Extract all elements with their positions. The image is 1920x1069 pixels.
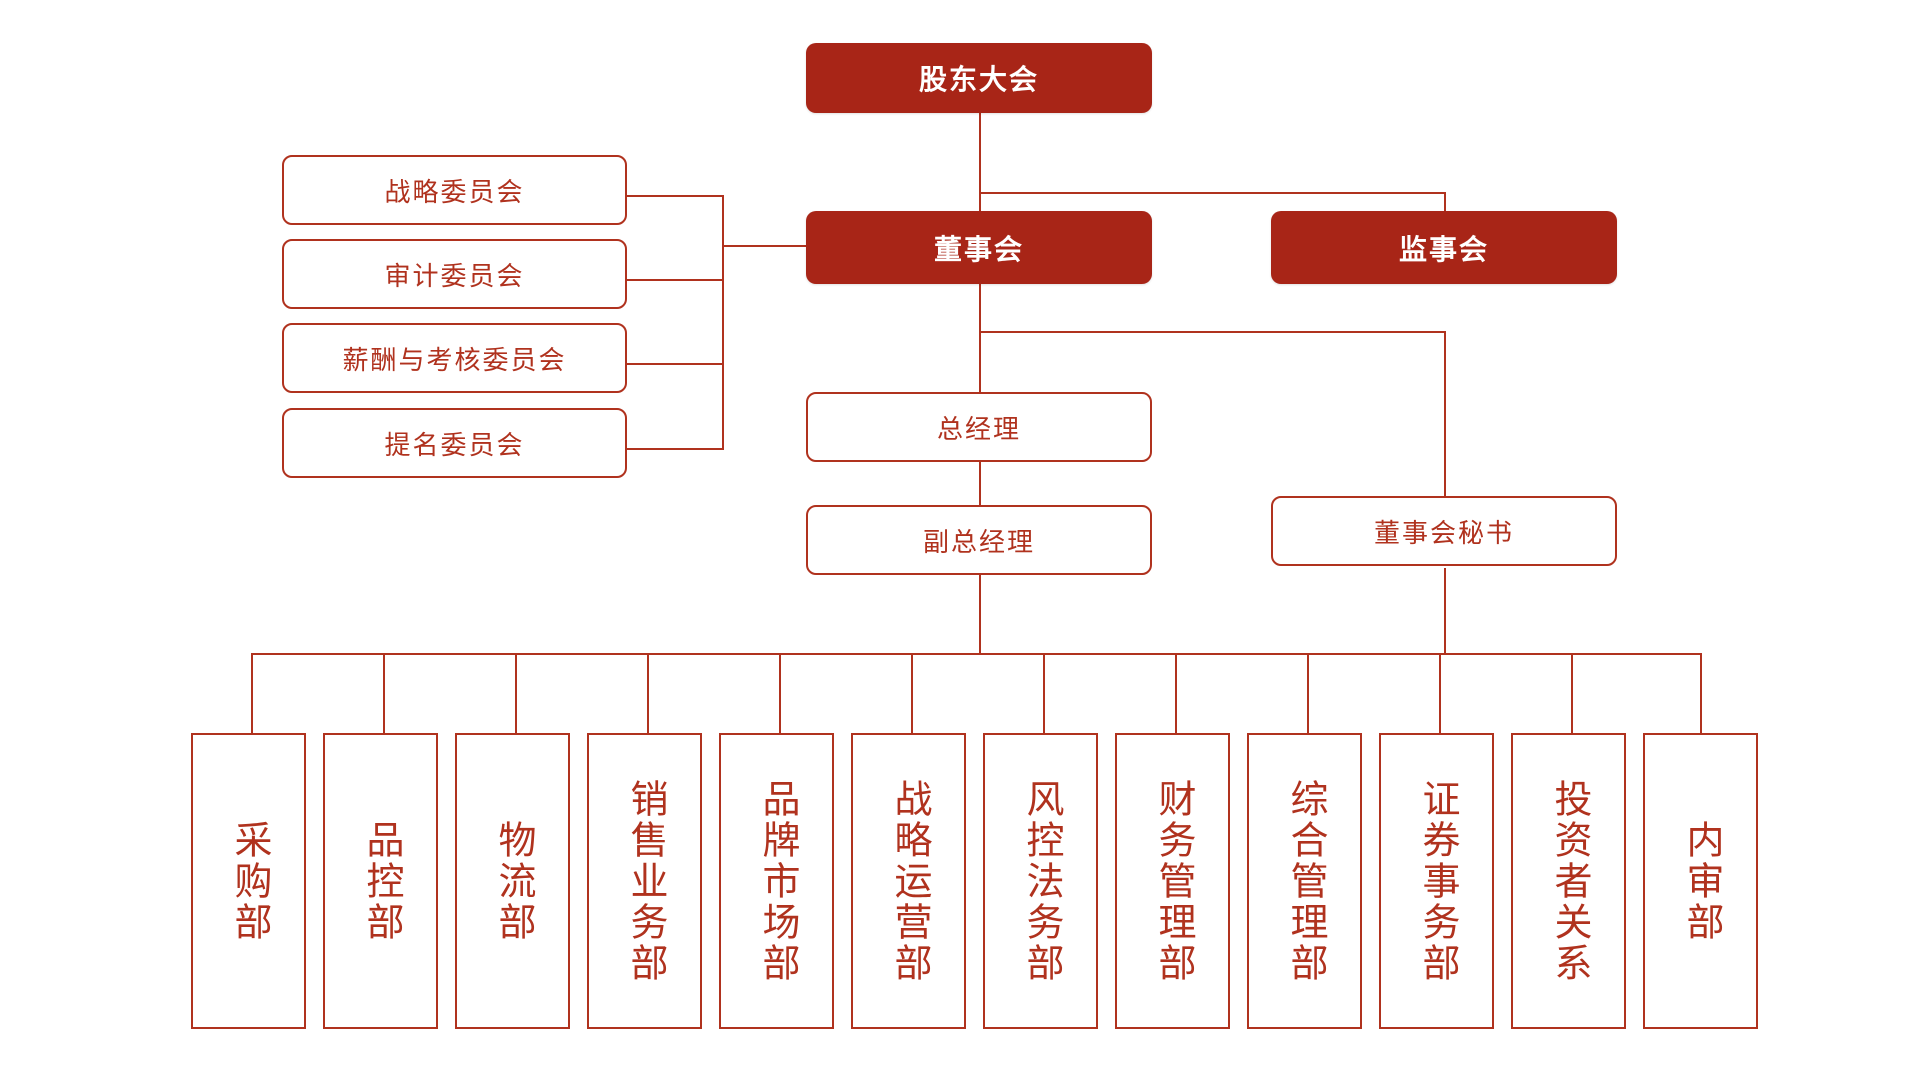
- connector-committees-to-board: [722, 245, 810, 247]
- node-department-strategy-operations-label: 战略运营部: [888, 778, 931, 984]
- connector-dept-drop-4: [647, 653, 649, 733]
- node-department-finance[interactable]: 财务管理部: [1115, 733, 1230, 1029]
- node-department-finance-label: 财务管理部: [1152, 778, 1195, 984]
- connector-deputy-gm-to-dept-bus: [979, 574, 981, 653]
- connector-gm-to-deputy-gm: [979, 462, 981, 507]
- node-board-of-supervisors[interactable]: 监事会: [1271, 211, 1617, 284]
- node-deputy-general-manager[interactable]: 副总经理: [806, 505, 1152, 575]
- connector-dept-drop-12: [1700, 653, 1702, 733]
- node-shareholders-meeting-label: 股东大会: [918, 64, 1039, 95]
- node-committee-audit-label: 审计委员会: [384, 260, 525, 291]
- node-department-quality-control-label: 品控部: [360, 819, 403, 943]
- node-committee-nomination[interactable]: 提名委员会: [282, 408, 627, 478]
- node-department-general-administration[interactable]: 综合管理部: [1247, 733, 1362, 1029]
- node-board-of-directors-label: 董事会: [933, 233, 1024, 265]
- connector-committee-stub-1: [626, 195, 724, 197]
- connector-shareholders-to-supervisors-vertical: [1444, 192, 1446, 214]
- node-department-securities-affairs[interactable]: 证券事务部: [1379, 733, 1494, 1029]
- node-department-quality-control[interactable]: 品控部: [323, 733, 438, 1029]
- node-department-brand-marketing[interactable]: 品牌市场部: [719, 733, 834, 1029]
- node-board-secretary[interactable]: 董事会秘书: [1271, 496, 1617, 566]
- node-committee-audit[interactable]: 审计委员会: [282, 239, 627, 309]
- connector-shareholders-to-board: [979, 100, 981, 212]
- node-department-logistics[interactable]: 物流部: [455, 733, 570, 1029]
- node-department-logistics-label: 物流部: [492, 819, 535, 943]
- node-committee-strategy-label: 战略委员会: [384, 176, 525, 207]
- connector-board-to-secretary-horizontal: [979, 331, 1446, 333]
- node-committee-nomination-label: 提名委员会: [384, 429, 525, 460]
- connector-board-to-secretary-vertical: [1444, 331, 1446, 497]
- connector-committee-bus: [722, 195, 724, 450]
- connector-dept-drop-9: [1307, 653, 1309, 733]
- connector-dept-drop-11: [1571, 653, 1573, 733]
- connector-department-bus: [251, 653, 1702, 655]
- node-department-sales[interactable]: 销售业务部: [587, 733, 702, 1029]
- node-department-strategy-operations[interactable]: 战略运营部: [851, 733, 966, 1029]
- node-board-of-supervisors-label: 监事会: [1398, 233, 1489, 265]
- node-department-procurement-label: 采购部: [228, 819, 271, 943]
- connector-dept-drop-6: [911, 653, 913, 733]
- node-shareholders-meeting[interactable]: 股东大会: [806, 43, 1152, 113]
- connector-dept-drop-1: [251, 653, 253, 733]
- node-general-manager-label: 总经理: [936, 413, 1021, 444]
- connector-committee-stub-3: [626, 363, 724, 365]
- node-committee-remuneration[interactable]: 薪酬与考核委员会: [282, 323, 627, 393]
- node-department-risk-legal[interactable]: 风控法务部: [983, 733, 1098, 1029]
- node-department-investor-relations-label: 投资者关系: [1548, 778, 1591, 984]
- node-committee-remuneration-label: 薪酬与考核委员会: [342, 344, 567, 375]
- connector-dept-drop-8: [1175, 653, 1177, 733]
- node-board-secretary-label: 董事会秘书: [1373, 517, 1514, 548]
- node-department-internal-audit-label: 内审部: [1680, 819, 1723, 943]
- node-department-sales-label: 销售业务部: [624, 778, 667, 984]
- node-department-investor-relations[interactable]: 投资者关系: [1511, 733, 1626, 1029]
- connector-dept-drop-2: [383, 653, 385, 733]
- node-department-internal-audit[interactable]: 内审部: [1643, 733, 1758, 1029]
- node-department-procurement[interactable]: 采购部: [191, 733, 306, 1029]
- connector-dept-drop-5: [779, 653, 781, 733]
- connector-board-to-gm: [979, 284, 981, 395]
- node-deputy-general-manager-label: 副总经理: [922, 526, 1035, 557]
- connector-dept-drop-3: [515, 653, 517, 733]
- node-board-of-directors[interactable]: 董事会: [806, 211, 1152, 284]
- connector-dept-drop-7: [1043, 653, 1045, 733]
- node-committee-strategy[interactable]: 战略委员会: [282, 155, 627, 225]
- node-department-risk-legal-label: 风控法务部: [1020, 778, 1063, 984]
- connector-committee-stub-4: [626, 448, 724, 450]
- node-department-securities-affairs-label: 证券事务部: [1416, 778, 1459, 984]
- node-department-general-administration-label: 综合管理部: [1284, 778, 1327, 984]
- connector-dept-drop-10: [1439, 653, 1441, 733]
- connector-secretary-to-dept-bus: [1444, 568, 1446, 653]
- node-general-manager[interactable]: 总经理: [806, 392, 1152, 462]
- node-department-brand-marketing-label: 品牌市场部: [756, 778, 799, 984]
- connector-committee-stub-2: [626, 279, 724, 281]
- connector-shareholders-to-supervisors-horizontal: [979, 192, 1446, 194]
